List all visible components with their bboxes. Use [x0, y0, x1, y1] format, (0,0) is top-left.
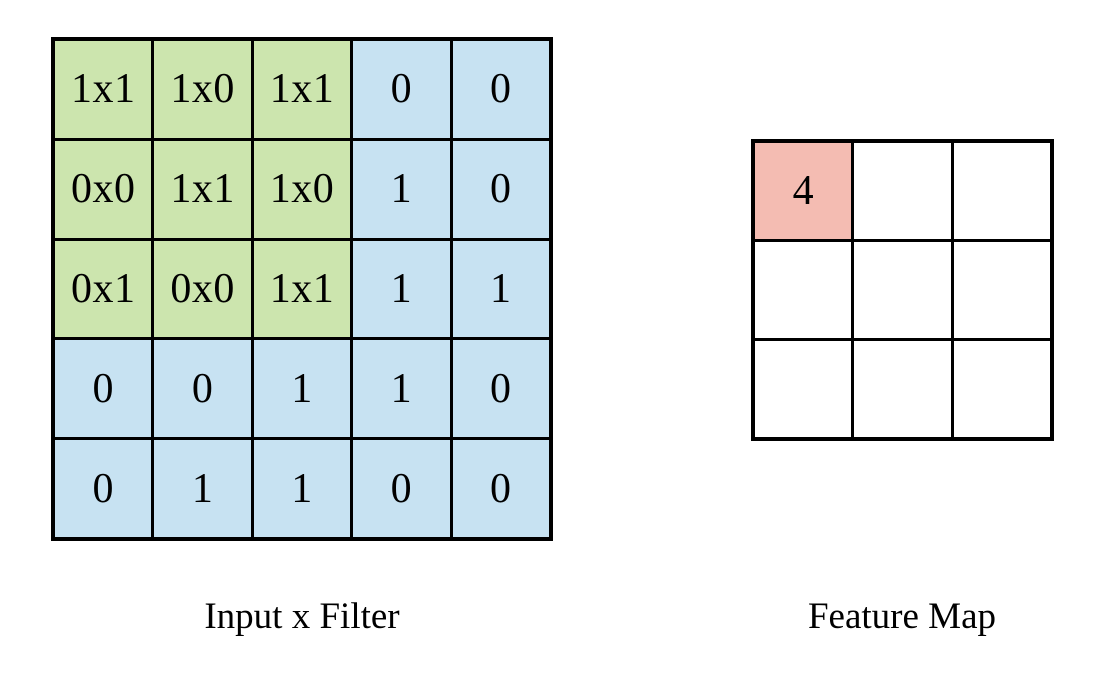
- input-cell-r4-c1: 1: [154, 440, 251, 537]
- feature-map-caption: Feature Map: [807, 596, 997, 637]
- input-cell-r3-c1: 0: [154, 340, 251, 438]
- input-cell-r1-c0: 0x0: [55, 140, 152, 238]
- input-cell-r4-c2: 1: [253, 440, 351, 537]
- feature-cell-r2-c0: [755, 341, 852, 437]
- feature-cell-r2-c1: [854, 341, 951, 437]
- input-grid-caption: Input x Filter: [204, 596, 400, 637]
- input-cell-r3-c3: 1: [353, 340, 450, 438]
- feature-cell-r1-c2: [953, 242, 1050, 338]
- input-cell-r1-c3: 1: [353, 140, 450, 238]
- input-cell-r0-c0: 1x1: [55, 41, 152, 138]
- input-cell-r2-c1: 0x0: [154, 240, 251, 338]
- feature-cell-r1-c1: [854, 242, 951, 338]
- input-cell-r1-c2: 1x0: [253, 140, 351, 238]
- input-cell-r2-c4: 1: [452, 240, 549, 338]
- input-cell-r2-c2: 1x1: [253, 240, 351, 338]
- input-cell-r4-c4: 0: [452, 440, 549, 537]
- input-cell-r4-c3: 0: [353, 440, 450, 537]
- feature-cell-r1-c0: [755, 242, 852, 338]
- input-cell-r4-c0: 0: [55, 440, 152, 537]
- feature-map-grid: 4: [751, 139, 1054, 441]
- input-cell-r3-c2: 1: [253, 340, 351, 438]
- feature-cell-r0-c1: [854, 143, 951, 239]
- input-cell-r2-c0: 0x1: [55, 240, 152, 338]
- input-cell-r0-c1: 1x0: [154, 41, 251, 138]
- input-cell-r2-c3: 1: [353, 240, 450, 338]
- input-cell-r3-c4: 0: [452, 340, 549, 438]
- input-cell-r1-c4: 0: [452, 140, 549, 238]
- input-cell-r0-c4: 0: [452, 41, 549, 138]
- input-cell-r0-c3: 0: [353, 41, 450, 138]
- input-cell-r3-c0: 0: [55, 340, 152, 438]
- input-cell-r1-c1: 1x1: [154, 140, 251, 238]
- feature-cell-r2-c2: [953, 341, 1050, 437]
- feature-cell-r0-c2: [953, 143, 1050, 239]
- input-cell-r0-c2: 1x1: [253, 41, 351, 138]
- feature-cell-r0-c0: 4: [755, 143, 852, 239]
